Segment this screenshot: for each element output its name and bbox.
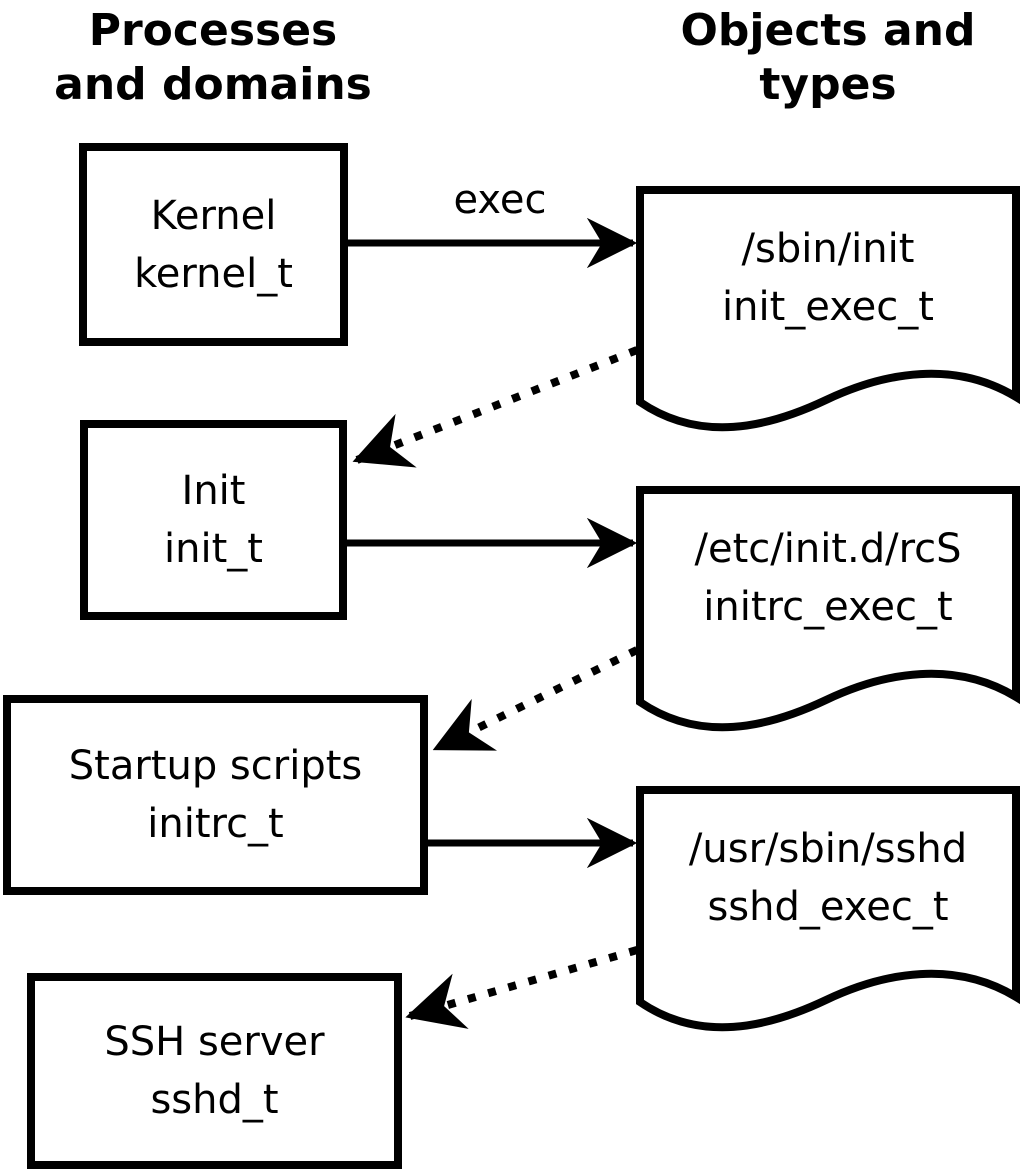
process-name: Startup scripts	[68, 743, 363, 789]
object-type: initrc_exec_t	[703, 584, 953, 630]
process-domain-type: init_t	[164, 526, 263, 572]
process-box-startup-scripts: Startup scripts initrc_t	[3, 695, 428, 895]
process-name: Init	[181, 468, 246, 514]
column-header-processes: Processes and domains	[23, 4, 403, 112]
process-domain-type: initrc_t	[147, 801, 284, 847]
object-type: init_exec_t	[722, 284, 934, 330]
object-path: /sbin/init	[741, 226, 915, 272]
column-header-objects-line1: Objects and	[680, 5, 976, 56]
transition-arrow-rcs-to-initrc	[432, 646, 639, 752]
process-name: SSH server	[104, 1019, 325, 1065]
transition-arrow-sshd-to-sshserver	[405, 946, 639, 1029]
process-box-init: Init init_t	[80, 420, 347, 620]
object-label-sbin-init: /sbin/init init_exec_t	[640, 192, 1016, 364]
column-header-processes-line2: and domains	[54, 59, 372, 110]
process-domain-type: sshd_t	[150, 1077, 279, 1123]
object-path: /etc/init.d/rcS	[694, 526, 962, 572]
process-box-ssh-server: SSH server sshd_t	[27, 973, 402, 1169]
object-label-etc-initd-rcs: /etc/init.d/rcS initrc_exec_t	[640, 492, 1016, 664]
edge-label-exec: exec	[453, 177, 547, 223]
document-shape-etc-initd-rcs	[636, 486, 1020, 732]
document-shape-sbin-init	[636, 186, 1020, 432]
object-path: /usr/sbin/sshd	[688, 826, 968, 872]
column-header-objects: Objects and types	[638, 4, 1018, 112]
column-header-objects-line2: types	[759, 59, 897, 110]
column-header-processes-line1: Processes	[88, 5, 338, 56]
process-name: Kernel	[150, 192, 277, 239]
object-label-usr-sbin-sshd: /usr/sbin/sshd sshd_exec_t	[640, 792, 1016, 964]
process-box-kernel: Kernel kernel_t	[79, 143, 348, 346]
process-domain-type: kernel_t	[134, 250, 293, 297]
object-type: sshd_exec_t	[707, 884, 949, 930]
transition-arrow-sbin-init-to-init	[352, 346, 639, 468]
document-shape-usr-sbin-sshd	[636, 786, 1020, 1032]
